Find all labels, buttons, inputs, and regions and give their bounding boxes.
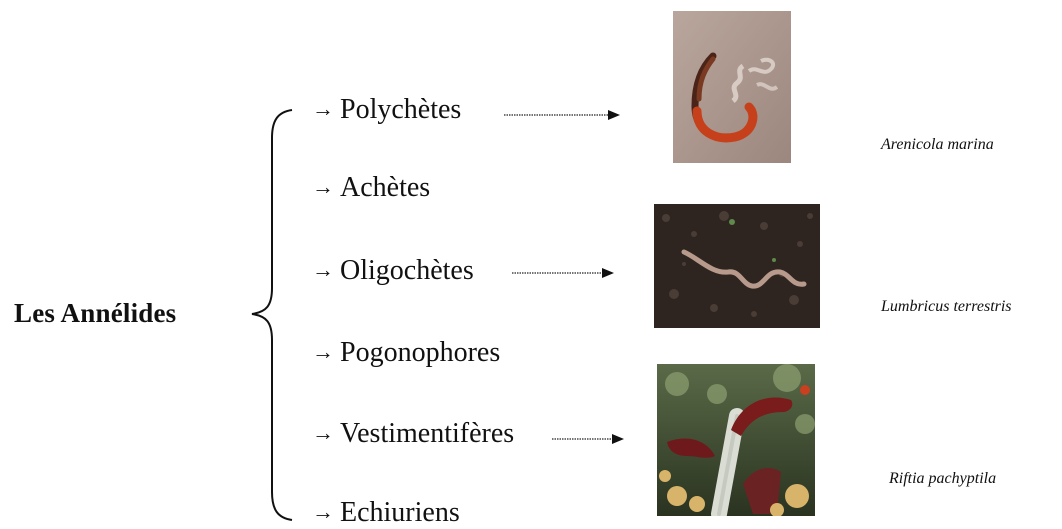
class-label: Vestimentifères [340, 418, 514, 449]
class-label: Echiuriens [340, 497, 460, 528]
arrow-icon: → [312, 257, 334, 283]
species-label-lumbricus: Lumbricus terrestris [881, 298, 1012, 316]
class-label: Oligochètes [340, 255, 474, 286]
class-item-vestimentiferes: →Vestimentifères [312, 418, 514, 450]
earthworm-photo-icon [654, 204, 820, 328]
class-label: Achètes [340, 172, 430, 203]
class-item-achetes: →Achètes [312, 172, 430, 204]
class-label: Polychètes [340, 94, 461, 125]
lugworm-photo-icon [673, 11, 791, 163]
species-label-riftia: Riftia pachyptila [889, 470, 996, 488]
arrow-icon: → [312, 420, 334, 446]
connector-arrow-oligochetes [512, 266, 616, 280]
arrow-icon: → [312, 499, 334, 525]
connector-arrow-vestimentiferes [552, 432, 628, 446]
photo-lumbricus-terrestris [654, 204, 820, 328]
class-item-polychetes: →Polychètes [312, 94, 461, 126]
arrow-icon: → [312, 174, 334, 200]
root-label-annelides: Les Annélides [14, 298, 176, 329]
photo-arenicola-marina [673, 11, 791, 163]
species-label-arenicola: Arenicola marina [881, 136, 994, 154]
arrow-icon: → [312, 96, 334, 122]
arrow-icon: → [312, 339, 334, 365]
class-item-pogonophores: →Pogonophores [312, 337, 500, 369]
class-item-echiuriens: →Echiuriens [312, 497, 460, 529]
photo-riftia-pachyptila [657, 364, 815, 516]
grouping-brace [248, 108, 298, 522]
class-label: Pogonophores [340, 337, 500, 368]
connector-arrow-polychetes [504, 108, 624, 122]
class-item-oligochetes: →Oligochètes [312, 255, 474, 287]
tube-worms-photo-icon [657, 364, 815, 516]
